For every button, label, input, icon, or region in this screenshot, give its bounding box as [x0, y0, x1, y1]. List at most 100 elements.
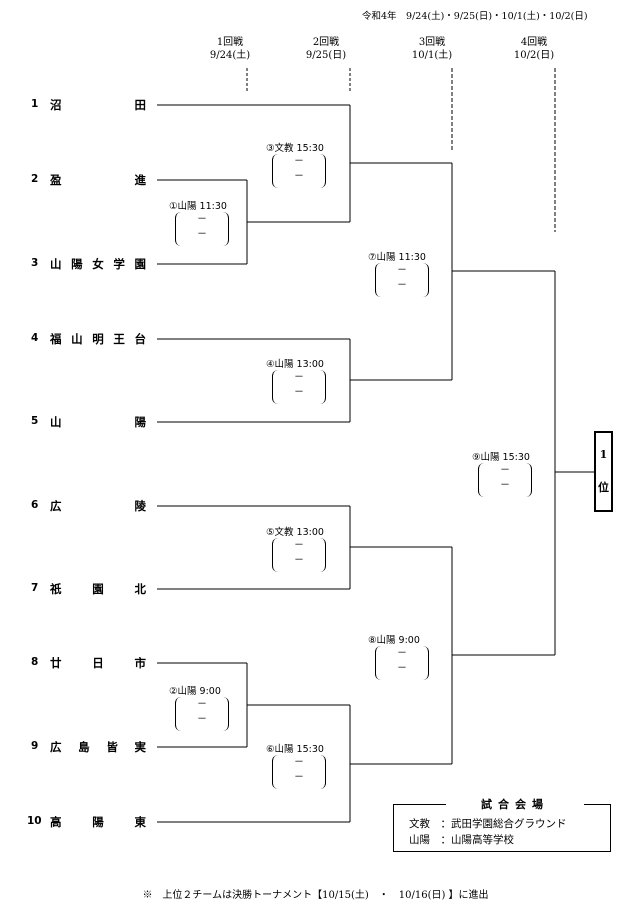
match-4-score-box: － －: [272, 370, 326, 404]
team-1-char: 田: [134, 98, 147, 112]
team-3-char: 陽: [71, 257, 83, 271]
team-2-char: 進: [134, 173, 147, 187]
match-6-score-top: －: [294, 757, 304, 768]
round-1-date: 9/24(土): [209, 50, 251, 61]
match-1-label: ①山陽 11:30: [169, 201, 227, 212]
venue-line-bunkyo: 文教 ：武田学園総合グラウンド: [409, 818, 567, 830]
team-3-char: 学: [113, 257, 125, 271]
round-4-name: 4回戦: [520, 37, 548, 48]
round-2-name: 2回戦: [312, 37, 340, 48]
winner-rank-number: 1: [599, 448, 608, 461]
team-7-char: 祇: [50, 582, 62, 596]
team-1-char: 沼: [50, 98, 62, 112]
round-3-date: 10/1(土): [411, 50, 453, 61]
match-1-score-box: － －: [175, 212, 229, 246]
match-1-score-bottom: －: [197, 229, 207, 240]
match-2-score-bottom: －: [197, 714, 207, 725]
match-2-label: ②山陽 9:00: [169, 686, 221, 697]
match-9-score-top: －: [500, 465, 510, 476]
team-4-char: 山: [71, 332, 83, 346]
venue-box-top-left: [393, 804, 447, 805]
team-8-name: 廿日市: [50, 655, 146, 671]
venue-line-sanyo: 山陽 ：山陽高等学校: [409, 834, 514, 846]
team-7-number: 7: [31, 582, 39, 594]
team-8-number: 8: [31, 656, 39, 668]
match-7-score-bottom: －: [397, 280, 407, 291]
match-3-score-top: －: [294, 156, 304, 167]
team-9-number: 9: [31, 740, 39, 752]
team-1-number: 1: [31, 98, 39, 110]
match-4-label: ④山陽 13:00: [266, 359, 324, 370]
team-9-char: 皆: [106, 740, 118, 754]
team-6-number: 6: [31, 499, 39, 511]
match-9-label: ⑨山陽 15:30: [472, 452, 530, 463]
match-8-score-top: －: [397, 648, 407, 659]
match-3-label: ③文教 15:30: [266, 143, 324, 154]
venue-box-top-right: [568, 804, 611, 805]
match-7-score-top: －: [397, 265, 407, 276]
team-6-name: 広陵: [50, 498, 146, 514]
round-4-header: 4回戦 10/2(日): [510, 36, 558, 62]
team-6-char: 広: [50, 499, 62, 513]
round-3-name: 3回戦: [418, 37, 446, 48]
match-3-score-box: － －: [272, 154, 326, 188]
team-5-char: 陽: [134, 415, 147, 429]
team-4-char: 明: [92, 332, 104, 346]
team-3-number: 3: [31, 257, 39, 269]
team-9-char: 島: [78, 740, 90, 754]
match-8-score-box: － －: [375, 646, 429, 680]
team-10-char: 高: [50, 815, 62, 829]
team-1-name: 沼田: [50, 97, 146, 113]
round-2-date: 9/25(日): [305, 50, 347, 61]
team-3-name: 山陽女学園: [50, 256, 146, 272]
match-6-score-box: － －: [272, 755, 326, 789]
match-7-label: ⑦山陽 11:30: [368, 252, 426, 263]
match-4-score-bottom: －: [294, 387, 304, 398]
team-9-char: 実: [134, 740, 146, 754]
team-5-char: 山: [50, 415, 62, 429]
team-3-char: 女: [92, 257, 104, 271]
team-8-char: 廿: [50, 656, 62, 670]
round-3-header: 3回戦 10/1(土): [408, 36, 456, 62]
team-3-char: 園: [134, 257, 147, 271]
match-6-score-bottom: －: [294, 772, 304, 783]
match-5-score-bottom: －: [294, 555, 304, 566]
match-9-score-bottom: －: [500, 480, 510, 491]
match-7-score-box: － －: [375, 263, 429, 297]
team-10-name: 高陽東: [50, 814, 146, 830]
team-3-char: 山: [50, 257, 62, 271]
team-10-char: 東: [134, 815, 147, 829]
team-4-char: 福: [50, 332, 62, 346]
team-5-name: 山陽: [50, 414, 146, 430]
team-4-number: 4: [31, 332, 39, 344]
match-8-label: ⑧山陽 9:00: [368, 635, 420, 646]
team-9-name: 広島皆実: [50, 739, 146, 755]
team-2-number: 2: [31, 173, 39, 185]
team-7-char: 園: [92, 582, 104, 596]
team-8-char: 日: [92, 656, 104, 670]
team-6-char: 陵: [134, 499, 147, 513]
team-7-name: 祇園北: [50, 581, 146, 597]
winner-box: 1 位: [594, 431, 613, 512]
round-2-header: 2回戦 9/25(日): [304, 36, 348, 62]
team-4-char: 台: [134, 332, 147, 346]
team-10-number: 10: [27, 815, 42, 827]
match-9-score-box: － －: [478, 463, 532, 497]
match-4-score-top: －: [294, 372, 304, 383]
match-6-label: ⑥山陽 15:30: [266, 744, 324, 755]
team-7-char: 北: [134, 582, 147, 596]
team-4-char: 王: [113, 332, 125, 346]
match-5-label: ⑤文教 13:00: [266, 527, 324, 538]
team-8-char: 市: [134, 656, 147, 670]
team-5-number: 5: [31, 415, 39, 427]
match-8-score-bottom: －: [397, 663, 407, 674]
match-1-score-top: －: [197, 214, 207, 225]
venue-box: [393, 804, 611, 852]
match-5-score-top: －: [294, 540, 304, 551]
match-3-score-bottom: －: [294, 171, 304, 182]
header-date-line: 令和4年 9/24(土)・9/25(日)・10/1(土)・10/2(日): [362, 11, 588, 22]
match-2-score-top: －: [197, 699, 207, 710]
team-9-char: 広: [50, 740, 62, 754]
footer-note: ※ 上位２チームは決勝トーナメント【10/15(土) ・ 10/16(日) 】に…: [142, 890, 489, 901]
venue-title: 試合会場: [446, 796, 584, 812]
